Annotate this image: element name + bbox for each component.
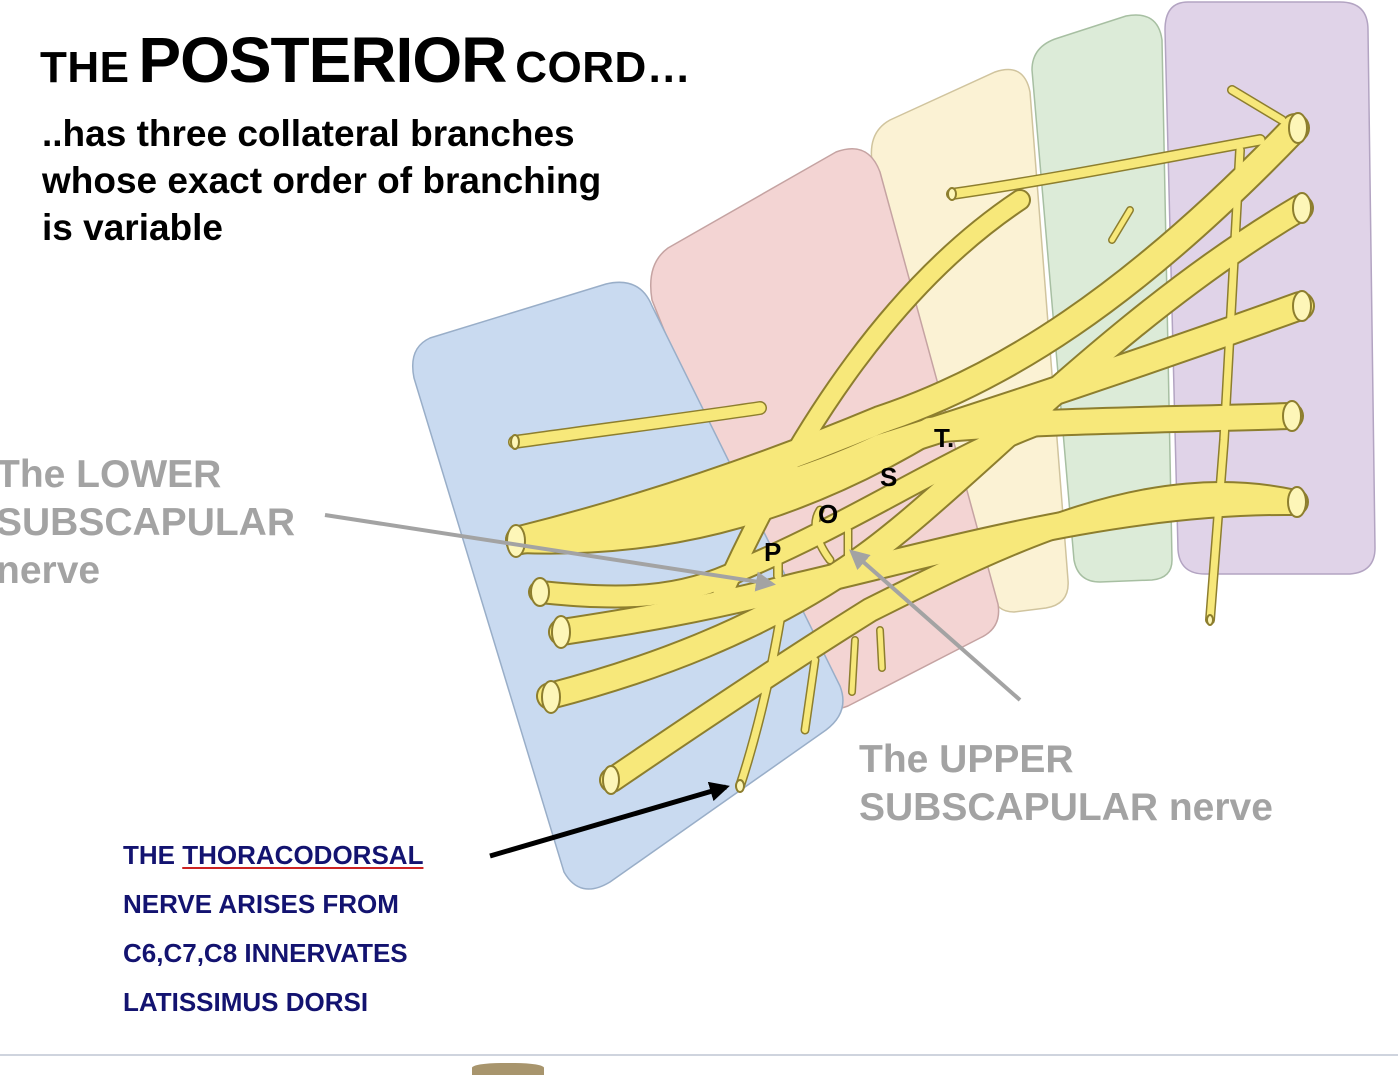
thoracodorsal-note: THE THORACODORSAL NERVE ARISES FROM C6,C…	[123, 831, 423, 1027]
thoracodorsal-line-3: C6,C7,C8 INNERVATES	[123, 938, 408, 968]
title-suffix: CORD…	[515, 43, 692, 92]
upper-subscapular-line: The UPPER	[859, 738, 1074, 781]
nerves	[505, 85, 1315, 793]
title-main: POSTERIOR	[138, 24, 507, 96]
slide-title: THE POSTERIOR CORD…	[40, 28, 691, 92]
branch-marker-s: S	[880, 462, 898, 492]
thoracodorsal-line-2: NERVE ARISES FROM	[123, 889, 399, 919]
thoracodorsal-term: THORACODORSAL	[182, 840, 424, 870]
subtitle-line: whose exact order of branching	[42, 160, 602, 201]
branch-marker-t: T.	[934, 423, 955, 453]
thoracodorsal-arrow	[489, 781, 730, 859]
subtitle-line: is variable	[42, 207, 224, 248]
thoracodorsal-line-4: LATISSIMUS DORSI	[123, 987, 369, 1017]
branch-marker-o: O	[818, 499, 839, 529]
branch-marker-p: P	[764, 537, 782, 567]
thoracodorsal-line-1: THE THORACODORSAL	[123, 831, 423, 880]
footer-divider	[0, 1054, 1398, 1056]
upper-subscapular-label: The UPPER SUBSCAPULAR nerve	[859, 736, 1273, 832]
subtitle-line: ..has three collateral branches	[42, 113, 575, 154]
lower-subscapular-line: SUBSCAPULAR	[0, 501, 296, 544]
upper-subscapular-arrow	[848, 549, 1022, 702]
nerve-root-ends	[506, 112, 1312, 795]
arrows	[324, 513, 1022, 859]
thumbnail-image	[472, 1063, 544, 1075]
lower-subscapular-line: The LOWER	[0, 453, 222, 496]
lower-subscapular-arrow	[324, 513, 776, 592]
lower-subscapular-line: nerve	[0, 549, 101, 592]
upper-subscapular-line: SUBSCAPULAR nerve	[859, 786, 1273, 829]
title-prefix: THE	[40, 43, 130, 92]
thoracodorsal-prefix: THE	[123, 840, 175, 870]
subtitle: ..has three collateral branches whose ex…	[42, 110, 682, 251]
lower-subscapular-label: The LOWER SUBSCAPULAR nerve	[0, 451, 295, 595]
